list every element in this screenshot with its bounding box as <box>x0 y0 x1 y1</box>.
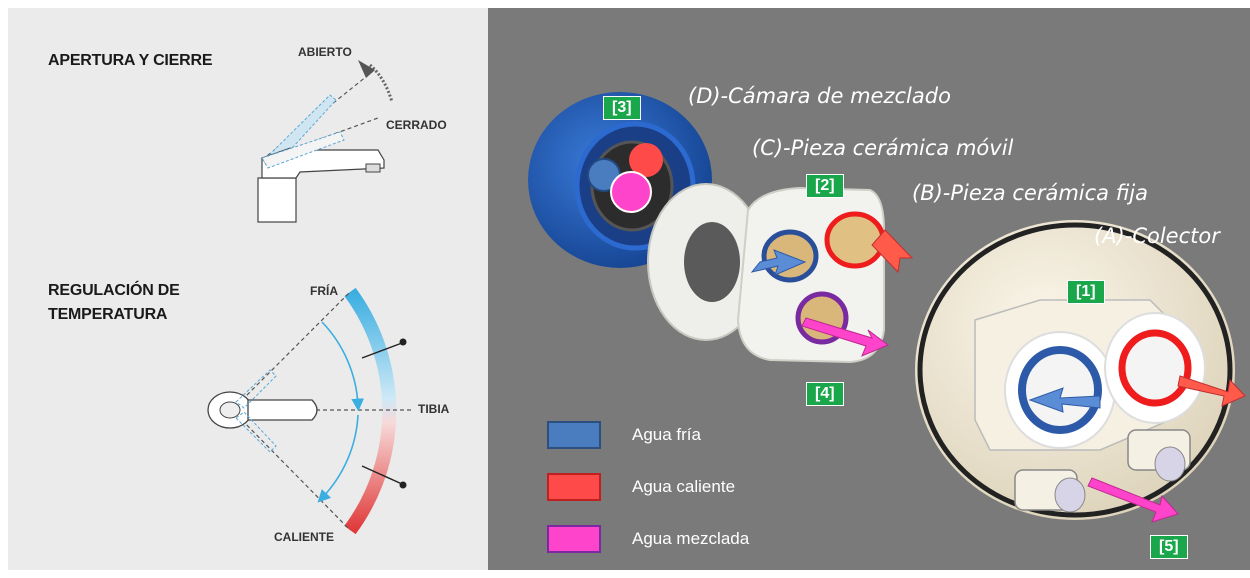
heading-regulacion-line2: TEMPERATURA <box>48 306 168 323</box>
badge-1: [1] <box>1067 280 1105 304</box>
legend-swatch-hot <box>547 473 601 501</box>
temperature-regulation-illustration <box>207 287 412 535</box>
legend-swatch-mixed <box>547 525 601 553</box>
label-cerrado: CERRADO <box>386 118 447 132</box>
badge-4: [4] <box>806 382 844 406</box>
legend-label-mixed: Agua mezclada <box>632 529 750 548</box>
badge-5: [5] <box>1150 535 1188 559</box>
label-abierto: ABIERTO <box>298 45 352 59</box>
heading-regulacion-line1: REGULACIÓN DE <box>48 282 180 299</box>
label-part-d: (D)-Cámara de mezclado <box>688 84 951 108</box>
moving-ceramic-piece <box>647 183 914 364</box>
heading-apertura: APERTURA Y CIERRE <box>48 52 213 69</box>
label-fria: FRÍA <box>310 284 338 298</box>
legend-label-hot: Agua caliente <box>632 477 736 496</box>
badge-3: [3] <box>603 96 641 120</box>
legend-swatch-cold <box>547 421 601 449</box>
label-caliente: CALIENTE <box>274 530 334 544</box>
label-part-a: (A)-Colector <box>1094 224 1220 248</box>
faucet-open-close-illustration <box>257 60 394 223</box>
label-part-b: (B)-Pieza cerámica fija <box>912 181 1148 205</box>
label-tibia: TIBIA <box>418 402 450 416</box>
badge-2: [2] <box>806 174 844 198</box>
collector-part <box>915 220 1246 523</box>
faucet-operation-panel <box>8 8 488 570</box>
label-part-c: (C)-Pieza cerámica móvil <box>752 136 1014 160</box>
legend-label-cold: Agua fría <box>632 425 701 444</box>
